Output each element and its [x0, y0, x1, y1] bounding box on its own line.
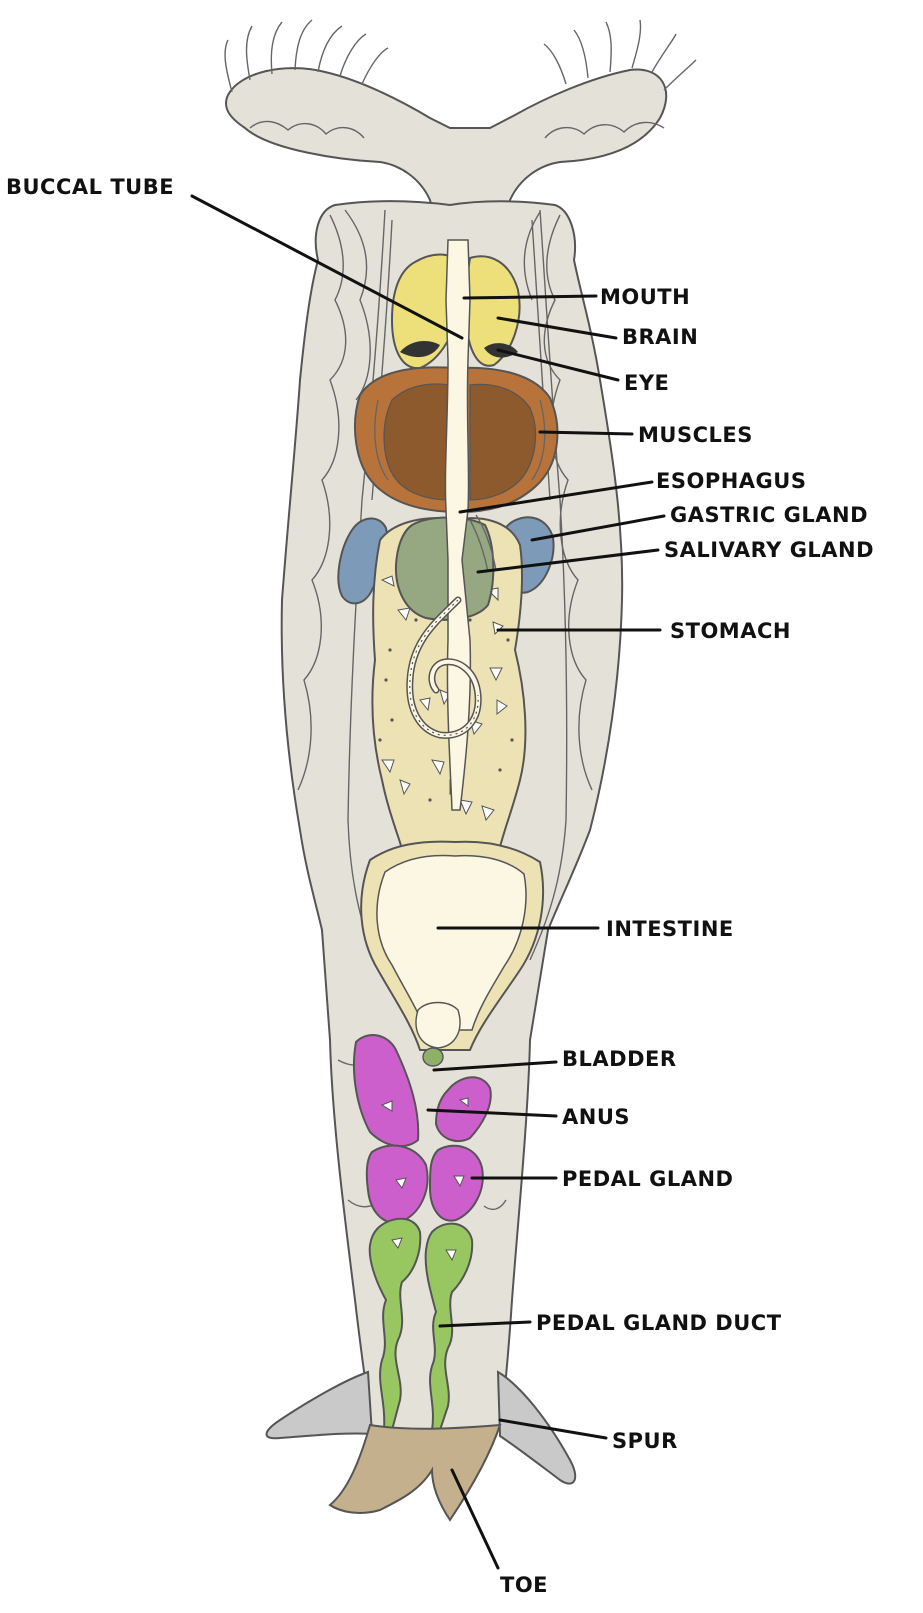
left-spur [267, 1372, 373, 1438]
label-eye: EYE [624, 371, 669, 395]
label-esophagus: ESOPHAGUS [656, 469, 806, 493]
salivary-gland [396, 518, 493, 620]
label-gastric-gland: GASTRIC GLAND [670, 503, 868, 527]
label-pedal-gland: PEDAL GLAND [562, 1167, 734, 1191]
label-stomach: STOMACH [670, 619, 791, 643]
label-anus: ANUS [562, 1105, 630, 1129]
bladder [423, 1048, 443, 1066]
right-spur [498, 1372, 575, 1484]
label-buccal-tube: BUCCAL TUBE [6, 175, 174, 199]
toe [330, 1425, 500, 1520]
label-spur: SPUR [612, 1429, 678, 1453]
label-brain: BRAIN [622, 325, 698, 349]
label-intestine: INTESTINE [606, 917, 734, 941]
label-salivary-gland: SALIVARY GLAND [664, 538, 874, 562]
label-mouth: MOUTH [600, 285, 690, 309]
label-muscles: MUSCLES [638, 423, 753, 447]
label-toe: TOE [500, 1573, 548, 1597]
label-pedal-gland-duct: PEDAL GLAND DUCT [536, 1311, 782, 1335]
label-bladder: BLADDER [562, 1047, 677, 1071]
